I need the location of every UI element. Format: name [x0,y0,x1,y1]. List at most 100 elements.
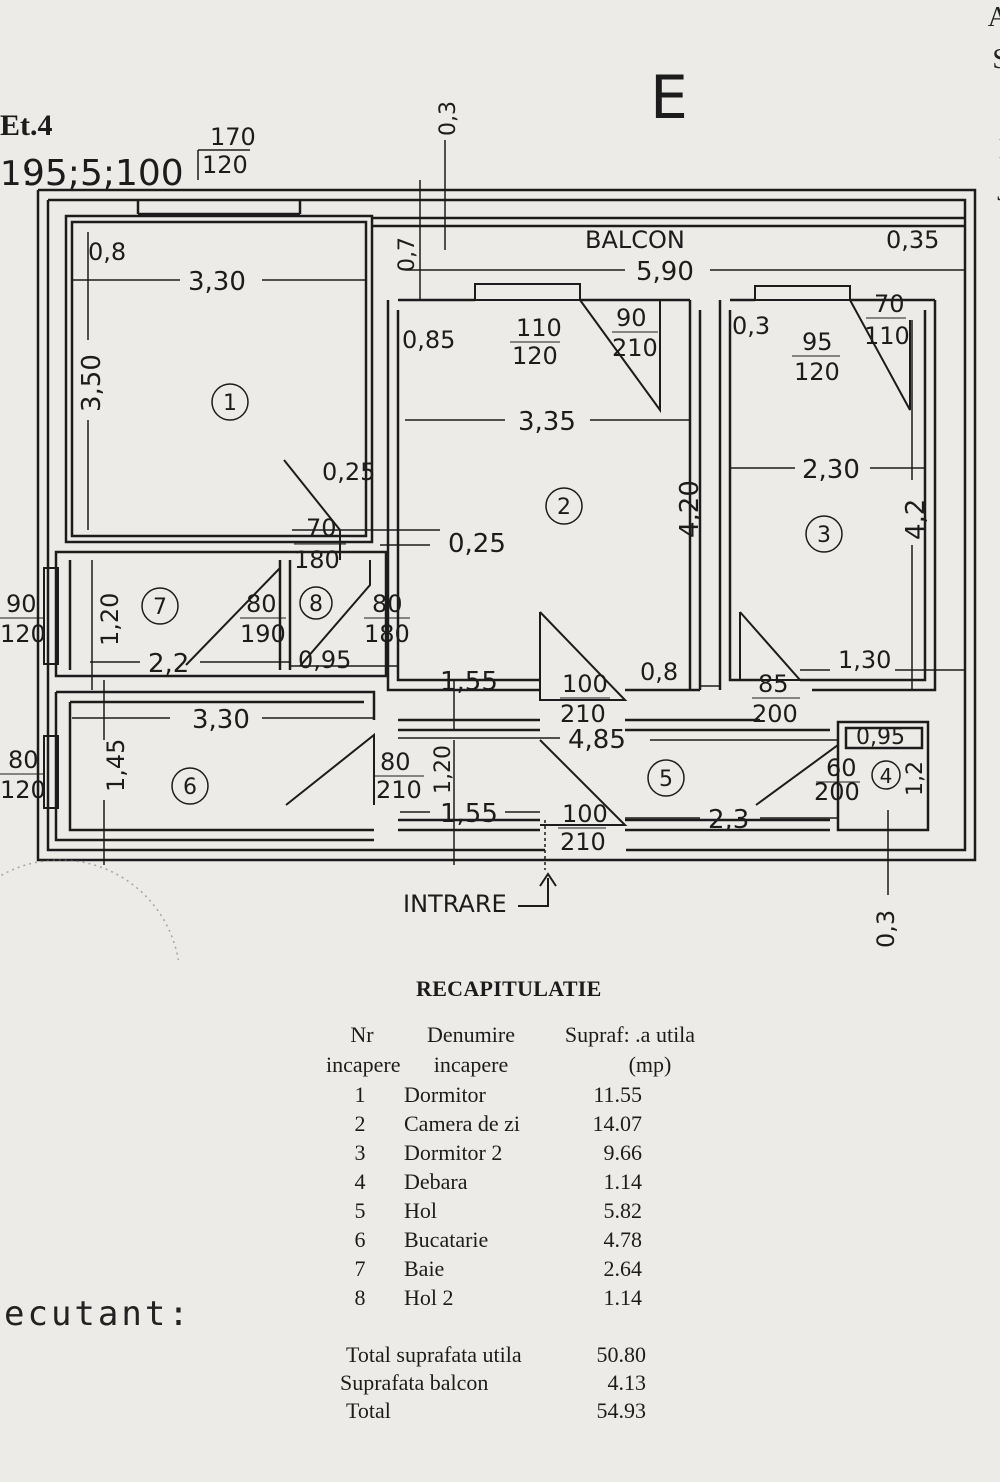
grand-total-row: Total 54.93 [346,1398,646,1423]
table-row: 6 Bucatarie 4.78 [354,1227,643,1252]
header-window-height: 120 [202,151,248,179]
entrance-label: INTRARE [403,890,507,918]
door-entrance-height: 210 [560,828,606,856]
room-2-number: 2 [557,495,571,520]
door-entrance-width: 100 [562,800,608,828]
door-8b-width: 80 [372,590,403,618]
window-left-2-width: 80 [8,746,39,774]
door-4-width: 60 [826,754,857,782]
col-header-name: Denumire incapere [427,1022,515,1077]
dim-0-25-lower: 0,25 [448,529,506,559]
window-left-1-width: 90 [6,590,37,618]
edge-letter-i: I [999,134,1000,166]
dim-0-3-room3: 0,3 [732,312,770,340]
dim-0-25-upper: 0,25 [322,458,375,486]
dim-2-2: 2,2 [148,649,189,679]
dim-2-3: 2,3 [708,805,749,835]
room-5-number: 5 [659,767,673,792]
floor-label: Et.4 [0,109,53,142]
dim-1-55-lower: 1,55 [440,799,498,829]
door-balcony-1-height: 210 [612,334,658,362]
dim-0-7: 0,7 [395,237,420,272]
coordinates-handwritten: 95;5;100 [22,153,184,194]
window-2-height: 120 [794,358,840,386]
dim-4-85: 4,85 [568,725,626,755]
dim-0-8-top: 0,8 [88,238,126,266]
table-row: 8 Hol 2 1.14 [354,1285,643,1310]
dim-1-45: 1,45 [102,739,130,792]
balcony-label: BALCON [585,226,685,254]
recap-title: RECAPITULATIE [416,976,602,1001]
door-6-height: 210 [376,776,422,804]
edge-letter-a: A [987,2,1000,33]
balcony-area-row: Suprafata balcon 4.13 [340,1370,646,1395]
dim-0-35: 0,35 [886,226,939,254]
dim-3-50: 3,50 [77,354,107,412]
door-2-height: 210 [560,700,606,728]
door-swings [185,299,911,826]
walls [36,188,977,862]
window-1-width: 110 [516,314,562,342]
col-header-nr: Nr incapere [326,1022,401,1077]
window-2-width: 95 [802,328,833,356]
table-row: 5 Hol 5.82 [354,1198,643,1223]
door-7-width: 80 [246,590,277,618]
dim-0-3-bottom: 0,3 [872,910,900,948]
opening-sizes: 110 120 90 210 95 120 70 110 70 180 80 1… [0,290,910,856]
dim-0-8-hall: 0,8 [640,658,678,686]
table-row: 1 Dormitor 11.55 [354,1082,643,1107]
room-7-number: 7 [153,595,167,620]
room-4-number: 4 [880,764,893,788]
dim-0-95-hall: 0,95 [298,646,351,674]
door-4-height: 200 [814,778,860,806]
door-8b-height: 180 [364,620,410,648]
dim-3-30-kitchen: 3,30 [192,705,250,735]
door-8-width: 70 [306,514,337,542]
entrance-arrow-icon [518,872,557,907]
dim-4-2: 4,2 [901,499,931,540]
dim-3-35: 3,35 [518,407,576,437]
dim-1-2-storage: 1,2 [903,761,928,796]
room-6-number: 6 [183,775,197,800]
dim-top-wall: 0,3 [436,101,461,136]
header-window-width: 170 [210,123,256,151]
stamp-seal [0,859,180,960]
dim-0-95-storage: 0,95 [856,725,905,750]
room-1-number: 1 [223,391,237,416]
door-2-width: 100 [562,670,608,698]
room-3-number: 3 [817,523,831,548]
total-useful-row: Total suprafata utila 50.80 [346,1342,646,1367]
window-1-height: 120 [512,342,558,370]
dim-1-30: 1,30 [838,646,891,674]
dim-3-30-room1: 3,30 [188,267,246,297]
door-7-height: 190 [240,620,286,648]
table-row: 2 Camera de zi 14.07 [354,1111,643,1136]
orientation-letter: E [650,63,688,133]
window-left-1-height: 120 [0,620,46,648]
table-row: 7 Baie 2.64 [354,1256,643,1281]
table-row: 4 Debara 1.14 [354,1169,643,1194]
dim-0-85: 0,85 [402,326,455,354]
door-6-width: 80 [380,748,411,776]
door-balcony-2-width: 70 [874,290,905,318]
dimension-values: 0,8 3,30 3,50 0,7 5,90 0,35 0,85 3,35 4,… [77,226,939,948]
dim-1-20-hall: 1,20 [431,745,456,794]
dim-4-20: 4,20 [675,480,705,538]
dim-2-30: 2,30 [802,455,860,485]
dim-1-55-upper: 1,55 [440,667,498,697]
door-3-height: 200 [752,700,798,728]
table-row: 3 Dormitor 2 9.66 [354,1140,643,1165]
edge-letter-j: J [997,176,1000,208]
room-8-number: 8 [309,592,323,617]
windows [43,283,851,809]
door-balcony-2-height: 110 [864,322,910,350]
dim-1-20-bath: 1,20 [96,593,124,646]
executant-label: ecutant: [4,1294,192,1334]
dim-5-90: 5,90 [636,257,694,287]
room-numbers: 1 2 3 4 5 6 7 8 [141,383,901,805]
col-header-area: Supraf: .a utila (mp) [564,1022,696,1077]
dimension-lines [72,140,965,895]
scale-prefix: 1: [0,154,33,194]
door-3-width: 85 [758,670,789,698]
door-8-height: 180 [294,546,340,574]
